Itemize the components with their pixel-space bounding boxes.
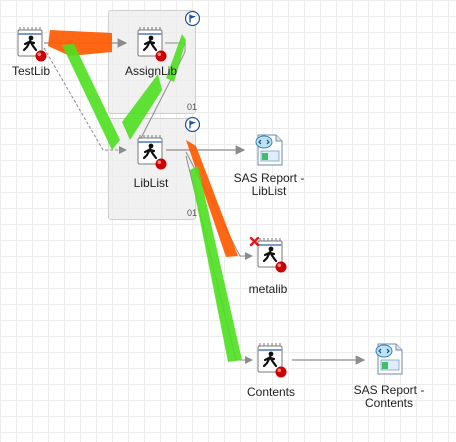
- green-flow-assignlib-liblist: [122, 74, 162, 140]
- node-assignlib-label: AssignLib: [124, 64, 178, 78]
- green-flow-assignlib-right: [166, 34, 186, 82]
- code-program-icon: [257, 343, 287, 378]
- liblist-output-port: 01: [187, 208, 198, 218]
- node-metalib[interactable]: metalib: [220, 236, 316, 296]
- node-sas-report-liblist-label: SAS Report - LibList: [233, 171, 305, 198]
- node-metalib-label: metalib: [248, 282, 288, 296]
- node-testlib-label: TestLib: [11, 64, 51, 78]
- sas-report-icon: [255, 134, 283, 166]
- code-program-icon: [137, 135, 167, 170]
- code-program-error-icon: [249, 236, 287, 273]
- node-liblist-label: LibList: [133, 176, 169, 190]
- link-testlib-liblist[interactable]: [43, 47, 127, 154]
- orange-flow-liblist-metalib: [186, 140, 238, 257]
- node-sas-report-contents[interactable]: SAS Report - Contents: [341, 340, 437, 410]
- code-program-icon: [17, 27, 47, 62]
- code-program-icon: [137, 27, 167, 62]
- assignlib-flag-icon: [184, 10, 201, 27]
- sas-report-icon: [375, 343, 403, 375]
- node-testlib[interactable]: TestLib: [0, 26, 79, 78]
- green-flow-testlib-liblist: [62, 44, 120, 150]
- orange-flow-testlib-assignlib: [48, 30, 112, 56]
- node-assignlib[interactable]: AssignLib: [103, 26, 199, 78]
- link-assignlib-liblist[interactable]: [139, 42, 186, 141]
- assignlib-output-port: 01: [187, 102, 198, 112]
- liblist-flag-icon: [184, 116, 201, 133]
- node-sas-report-contents-label: SAS Report - Contents: [353, 383, 425, 410]
- node-sas-report-liblist[interactable]: SAS Report - LibList: [221, 131, 317, 198]
- node-contents-label: Contents: [246, 385, 296, 399]
- node-liblist[interactable]: LibList: [103, 134, 199, 190]
- node-contents[interactable]: Contents: [223, 342, 319, 399]
- green-flow-liblist-contents: [190, 166, 242, 362]
